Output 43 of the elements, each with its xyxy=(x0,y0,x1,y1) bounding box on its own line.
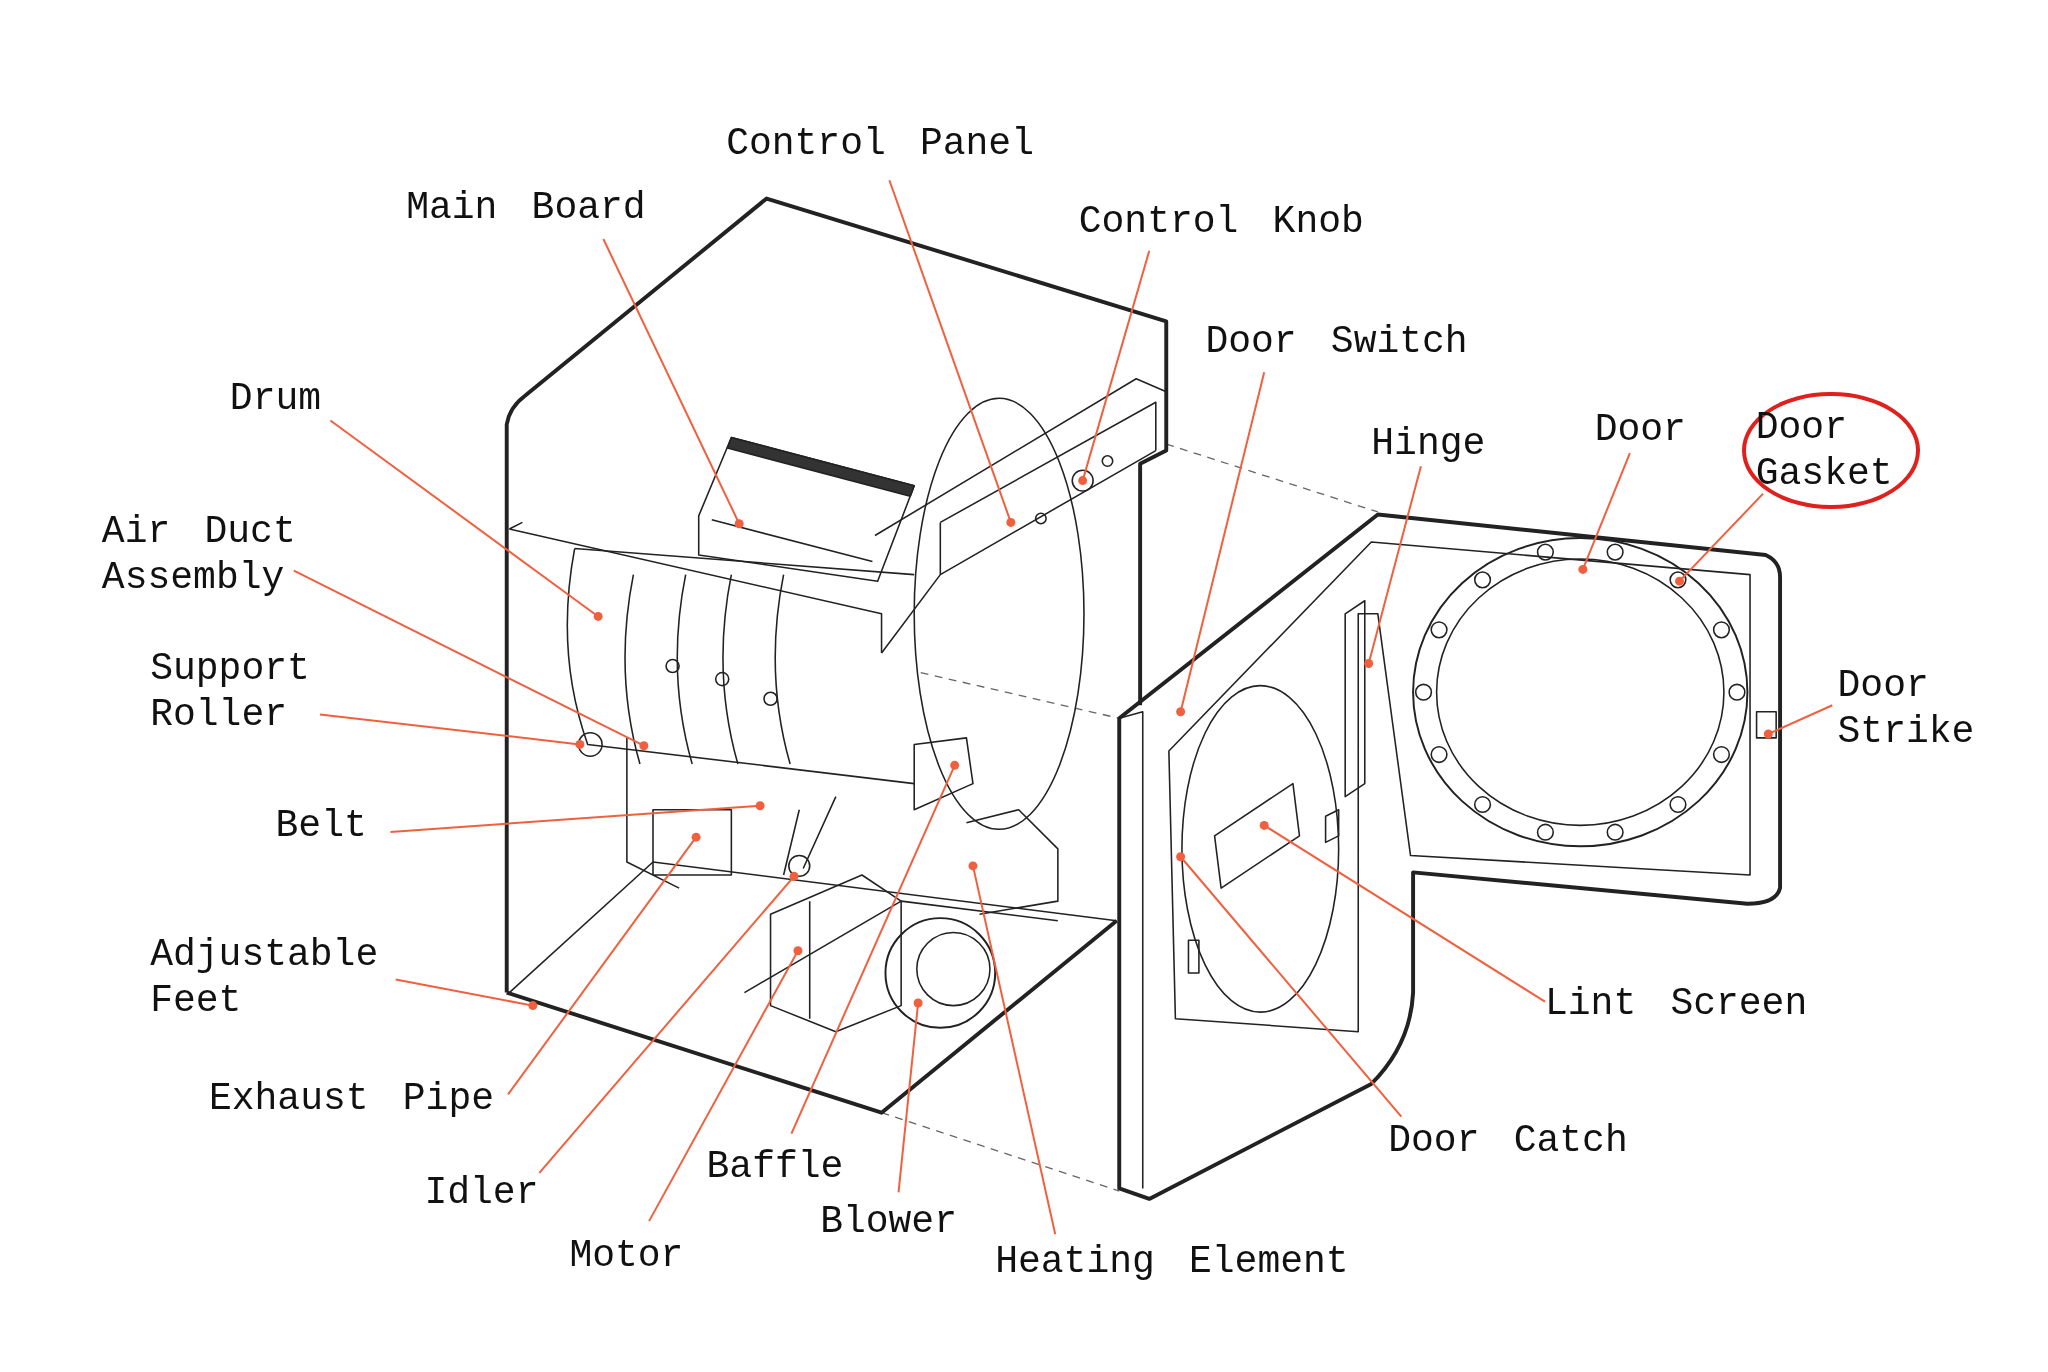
part-label: Lint Screen xyxy=(1545,980,1808,1027)
part-label: Main Board xyxy=(406,185,646,232)
leader-line xyxy=(1578,452,1631,574)
leader-line xyxy=(888,179,1016,527)
leader-line xyxy=(1176,852,1403,1118)
leader-line xyxy=(1078,249,1151,486)
part-label: Door Gasket xyxy=(1755,404,1894,497)
leader-line xyxy=(602,238,744,529)
part-label: Control Panel xyxy=(726,121,1034,168)
leader-line xyxy=(1176,371,1266,717)
leader-line xyxy=(1259,820,1546,1003)
leader-line xyxy=(790,760,960,1135)
leader-line xyxy=(329,419,603,621)
part-label: Blower xyxy=(820,1198,957,1245)
part-label: Door Switch xyxy=(1205,318,1468,365)
part-label: Support Roller xyxy=(150,646,333,738)
part-label: Door Strike xyxy=(1837,663,1998,755)
part-label: Control Knob xyxy=(1078,198,1364,245)
leader-line xyxy=(1675,492,1765,586)
highlight-ellipse xyxy=(1742,391,1920,510)
leader-line xyxy=(648,946,803,1223)
part-label: Heating Element xyxy=(995,1239,1349,1285)
leader-line xyxy=(292,569,649,751)
part-label: Drum xyxy=(229,376,322,422)
leader-line xyxy=(897,998,923,1194)
part-label: Door xyxy=(1594,407,1686,454)
part-label: Belt xyxy=(275,803,367,849)
leader-line xyxy=(968,861,1057,1236)
part-label: Door Catch xyxy=(1388,1117,1628,1164)
part-label: Hinge xyxy=(1371,420,1486,467)
part-label: Idler xyxy=(424,1170,539,1216)
part-label: Exhaust Pipe xyxy=(208,1076,494,1122)
part-label: Baffle xyxy=(706,1144,844,1190)
leader-line xyxy=(394,978,538,1011)
leader-line xyxy=(538,871,799,1174)
leader-line xyxy=(318,713,585,749)
part-label: Adjustable Feet xyxy=(150,932,401,1024)
leader-line xyxy=(1763,704,1834,739)
leader-line xyxy=(1364,465,1422,668)
leader-line xyxy=(389,801,765,833)
part-label: Motor xyxy=(569,1232,684,1279)
part-label: Air Duct Assembly xyxy=(101,509,308,601)
leader-line xyxy=(507,832,701,1096)
